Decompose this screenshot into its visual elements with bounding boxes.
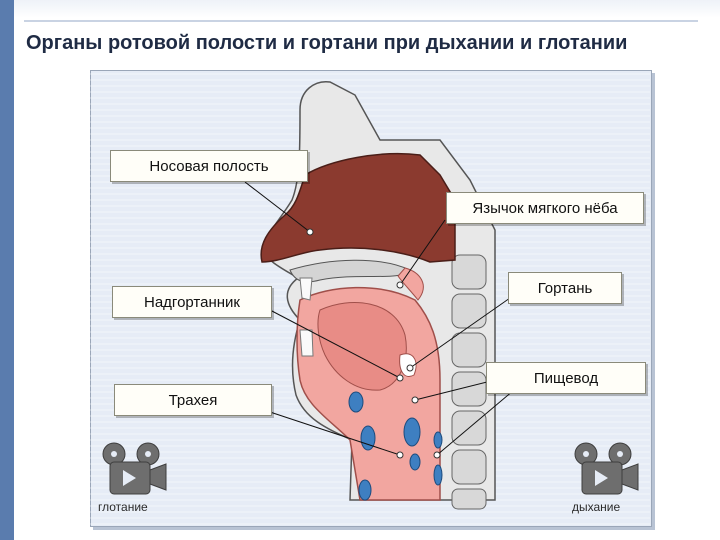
tongue — [317, 301, 407, 391]
label-trachea: Трахея — [114, 384, 272, 416]
label-epiglottis: Надгортанник — [112, 286, 272, 318]
leader-dots — [306, 228, 441, 459]
teeth — [299, 277, 314, 357]
film-camera-icon — [574, 442, 639, 495]
label-nasal-cavity: Носовая полость — [110, 150, 308, 182]
play-icon — [123, 470, 136, 486]
soft-palate — [397, 267, 424, 301]
film-camera-icon — [102, 442, 167, 495]
title-divider — [24, 20, 698, 22]
breathing-video-button[interactable] — [568, 440, 642, 498]
airway — [348, 391, 443, 501]
label-uvula: Язычок мягкого нёба — [446, 192, 644, 224]
page-title: Органы ротовой полости и гортани при дых… — [26, 32, 628, 54]
swallowing-video-button[interactable] — [96, 440, 170, 498]
label-larynx: Гортань — [508, 272, 622, 304]
breathing-label[interactable]: дыхание — [572, 500, 621, 514]
label-esophagus: Пищевод — [486, 362, 646, 394]
play-icon — [595, 470, 608, 486]
swallowing-label[interactable]: глотание — [98, 500, 148, 514]
leader-lines — [244, 181, 521, 456]
